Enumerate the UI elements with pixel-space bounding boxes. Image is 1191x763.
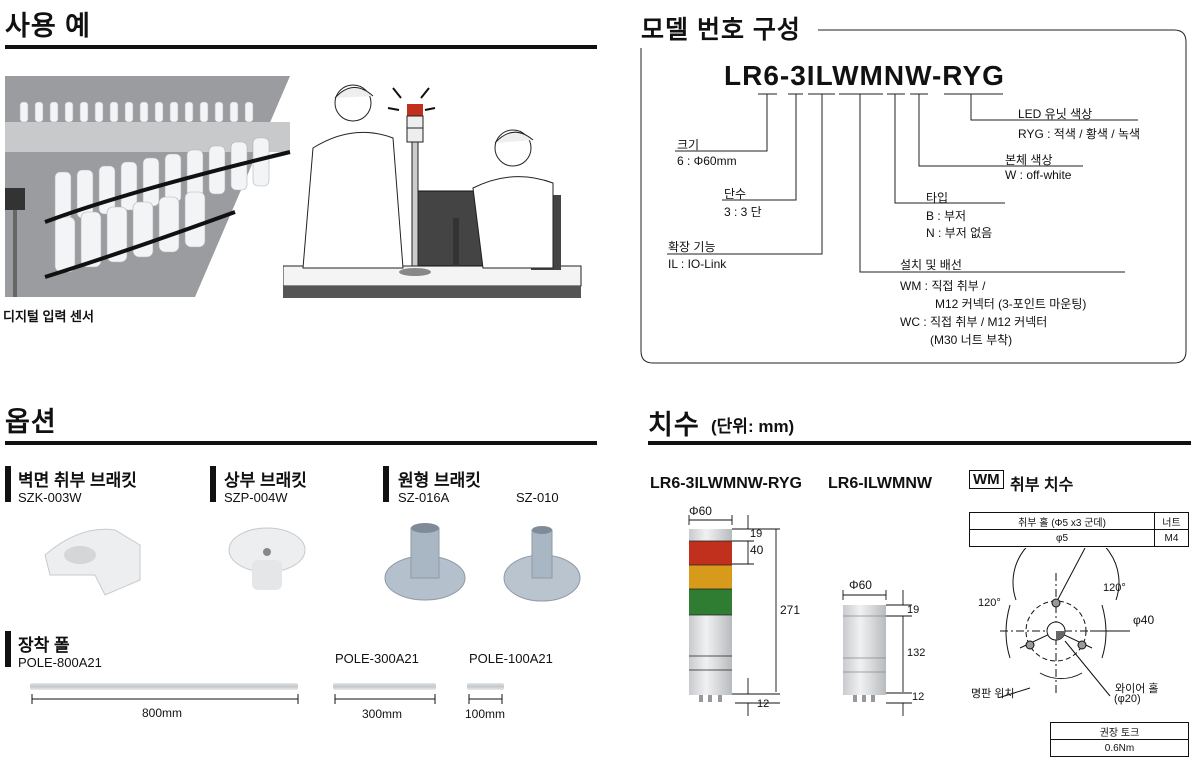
model-b-diameter: Φ60 <box>849 578 872 592</box>
pole-code: POLE-300A21 <box>335 651 419 666</box>
field-size-value: 6 : Φ60mm <box>677 154 737 168</box>
model-b-body-height: 132 <box>907 647 926 659</box>
model-section-title: 모델 번호 구성 <box>641 16 801 44</box>
top-bracket-code: SZP-004W <box>224 490 288 505</box>
angle-left: 120° <box>978 597 1001 609</box>
field-body-color-value: W : off-white <box>1005 168 1072 182</box>
spacer <box>5 760 45 763</box>
model-a-tier-height: 40 <box>750 543 764 557</box>
round-bracket-code: SZ-010 <box>516 490 559 505</box>
round-bracket-code: SZ-016A <box>398 490 450 505</box>
pole-code: POLE-100A21 <box>469 651 553 666</box>
table-cell: M4 <box>1154 529 1189 547</box>
section-marker <box>383 466 389 502</box>
model-a-diameter: Φ60 <box>689 504 712 518</box>
table-header: 권장 토크 <box>1050 722 1189 740</box>
pole-images <box>30 683 504 704</box>
poles-title: 장착 폴 <box>18 636 70 655</box>
section-divider <box>5 441 597 445</box>
field-type-value: B : 부저 <box>926 209 967 223</box>
model-b-pin-length: 12 <box>912 691 925 703</box>
wm-badge: WM <box>969 470 1004 489</box>
pcd-label: φ40 <box>1133 613 1155 627</box>
top-bracket-image <box>228 527 306 590</box>
field-install-value: M12 커넥터 (3-포인트 마운팅) <box>935 297 1087 311</box>
model-code-callout-lines <box>640 29 1187 364</box>
wm-title: 취부 치수 <box>1010 477 1074 494</box>
bracket-images <box>44 523 581 602</box>
field-led-color-value: RYG : 적색 / 황색 / 녹색 <box>1018 127 1141 141</box>
model-code: LR6-3ILWMNW-RYG <box>724 60 1005 91</box>
pole-length: 100mm <box>465 707 506 721</box>
dimensions-section-title: 치수 <box>648 410 700 440</box>
torque-table: 권장 토크 0.6Nm <box>1050 722 1189 757</box>
section-marker <box>210 466 216 502</box>
usage-section-title: 사용 예 <box>5 11 92 41</box>
sz-016a-image <box>384 523 466 601</box>
field-install-label: 설치 및 배선 <box>900 258 962 272</box>
top-bracket-title: 상부 브래킷 <box>224 471 307 490</box>
bottling-line-photo <box>5 76 291 297</box>
usage-caption: 디지털 입력 센서 <box>3 309 94 324</box>
model-a-name: LR6-3ILWMNW-RYG <box>650 475 802 492</box>
workers-illustration <box>283 84 582 298</box>
model-a-total-height: 271 <box>780 603 801 617</box>
field-install-value: WM : 직접 취부 / <box>900 279 986 293</box>
field-tiers-value: 3 : 3 단 <box>724 205 762 219</box>
section-marker <box>5 466 11 502</box>
table-header: 취부 홀 (Φ5 x3 군데) <box>969 512 1155 530</box>
section-divider <box>5 45 597 49</box>
nameplate-label: 명판 위치 <box>971 688 1015 700</box>
field-tiers-label: 단수 <box>724 187 747 201</box>
wall-bracket-image <box>44 528 141 596</box>
field-install-value: WC : 직접 취부 / M12 커넥터 <box>900 315 1048 329</box>
field-extension-value: IL : IO-Link <box>668 257 727 271</box>
pole-length: 300mm <box>362 707 403 721</box>
model-a-pin-length: 12 <box>757 698 770 710</box>
field-extension-label: 확장 기능 <box>668 240 716 254</box>
round-bracket-title: 원형 브래킷 <box>398 471 481 490</box>
tower-dimension-drawings <box>688 515 912 716</box>
dimensions-unit: (단위: mm) <box>711 417 795 436</box>
model-b-top-height: 19 <box>907 604 920 616</box>
pole-length: 800mm <box>142 706 183 720</box>
mounting-hole-diagram <box>997 548 1130 698</box>
field-install-value: (M30 너트 부착) <box>930 333 1013 347</box>
options-section-title: 옵션 <box>5 407 57 437</box>
table-cell: 0.6Nm <box>1050 739 1189 757</box>
sz-010-image <box>503 526 581 602</box>
angle-right: 120° <box>1103 582 1126 594</box>
section-marker <box>5 631 11 667</box>
field-size-label: 크기 <box>677 138 700 152</box>
table-header: 너트 <box>1154 512 1189 530</box>
wire-hole-label: 와이어 홀 <box>1115 683 1159 695</box>
field-led-color-label: LED 유닛 색상 <box>1018 107 1093 121</box>
wire-hole-diameter: (φ20) <box>1114 693 1141 705</box>
table-cell: φ5 <box>969 529 1155 547</box>
field-type-value: N : 부저 없음 <box>926 226 993 240</box>
model-b-name: LR6-ILWMNW <box>828 475 932 492</box>
field-type-label: 타입 <box>926 191 949 205</box>
wall-bracket-code: SZK-003W <box>18 490 82 505</box>
model-a-top-height: 19 <box>750 528 763 540</box>
pole-code: POLE-800A21 <box>18 655 102 670</box>
section-divider <box>648 441 1191 445</box>
wall-bracket-title: 벽면 취부 브래킷 <box>18 471 137 490</box>
field-body-color-label: 본체 색상 <box>1005 153 1053 167</box>
